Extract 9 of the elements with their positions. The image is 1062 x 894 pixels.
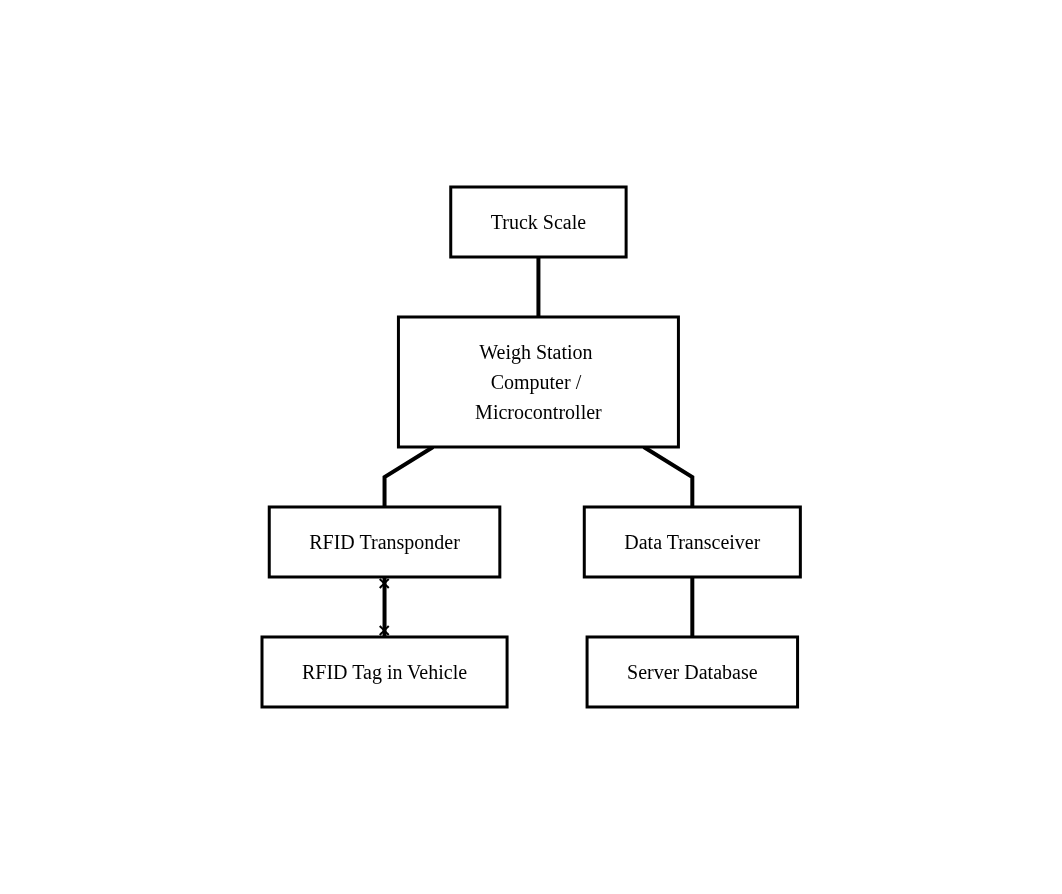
node-box: RFID Tag in Vehicle [260, 635, 509, 709]
node-box: Data Transceiver [582, 505, 802, 579]
node-box: RFID Transponder [267, 505, 502, 579]
node-box: Truck Scale [449, 185, 628, 259]
node-box: Server Database [585, 635, 799, 709]
connector [690, 577, 695, 637]
node-box: Weigh Station Computer / Microcontroller [396, 315, 680, 449]
connector [378, 577, 390, 637]
connector [536, 257, 541, 317]
